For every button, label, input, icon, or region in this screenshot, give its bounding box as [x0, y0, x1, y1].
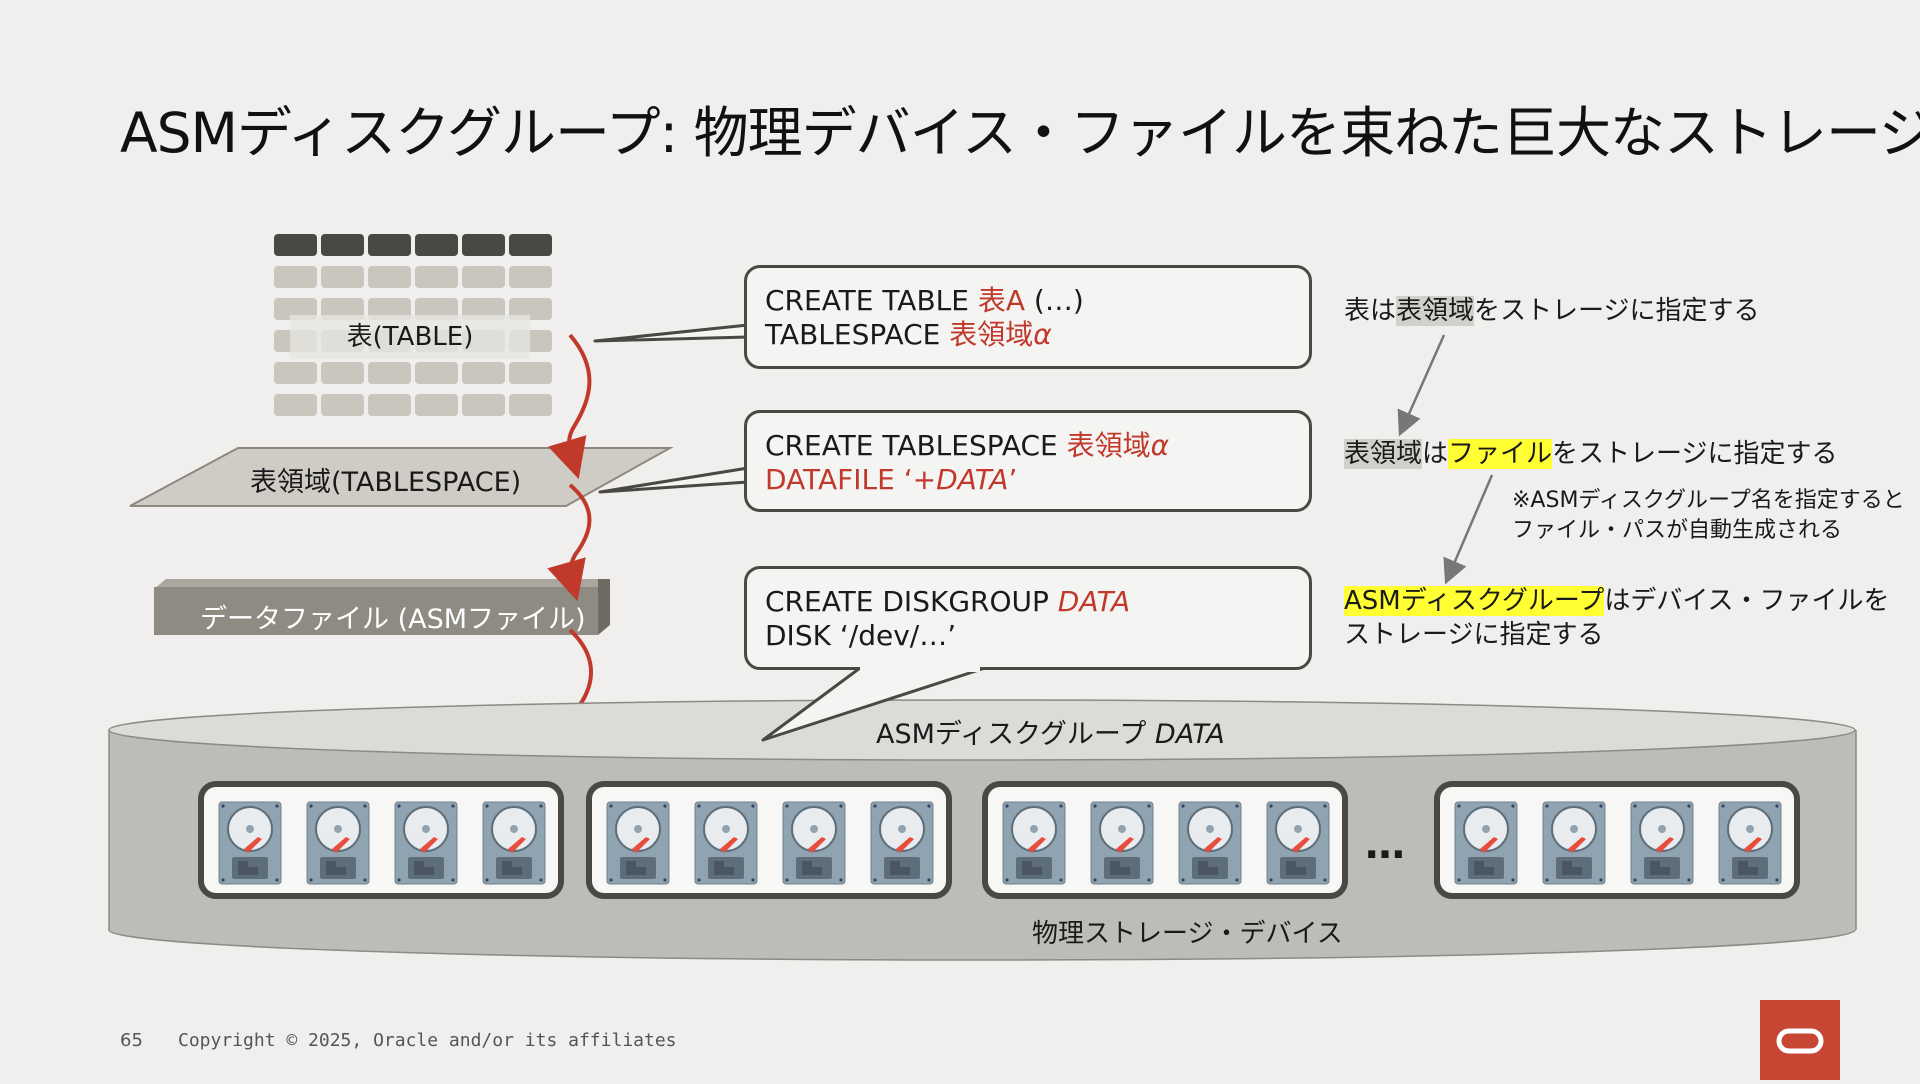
hard-disk-icon: [306, 801, 370, 885]
table-header-cell: [415, 234, 458, 256]
hard-disk-icon: [482, 801, 546, 885]
hard-disk-icon: [394, 801, 458, 885]
table-cell: [274, 394, 317, 416]
table-cell: [321, 266, 364, 288]
hard-disk-icon: [1266, 801, 1330, 885]
table-cell: [415, 394, 458, 416]
datafile-label: データファイル (ASMファイル): [200, 604, 586, 635]
diskgroup-label: ASMディスクグループ DATA: [876, 719, 1225, 750]
create-diskgroup-bubble: CREATE DISKGROUP DATA DISK ‘/dev/…’: [744, 566, 1312, 670]
hard-disk-icon: [1178, 801, 1242, 885]
create-tablespace-bubble: CREATE TABLESPACE 表領域α DATAFILE ‘+DATA’: [744, 410, 1312, 512]
tablespace-label: 表領域(TABLESPACE): [250, 467, 522, 498]
more-devices-ellipsis: …: [1365, 822, 1407, 868]
physical-storage-label: 物理ストレージ・デバイス: [1032, 919, 1343, 949]
table-cell: [462, 362, 505, 384]
table-header-cell: [462, 234, 505, 256]
page-number: 65: [120, 1030, 143, 1051]
table-header-cell: [368, 234, 411, 256]
device-group-2: [586, 781, 952, 899]
table-cell: [509, 362, 552, 384]
table-cell: [415, 362, 458, 384]
table-cell: [368, 266, 411, 288]
diskgroup-tail-cover: [860, 664, 980, 672]
hard-disk-icon: [782, 801, 846, 885]
table-cell: [509, 266, 552, 288]
table-cell: [368, 298, 411, 320]
table-cell: [368, 362, 411, 384]
datafile-shape: [154, 579, 610, 635]
device-group-4: [1434, 781, 1800, 899]
table-header-cell: [509, 234, 552, 256]
hard-disk-icon: [870, 801, 934, 885]
create-table-bubble: CREATE TABLE 表A (…) TABLESPACE 表領域α: [744, 265, 1312, 369]
note-arrows: [1397, 334, 1494, 585]
hard-disk-icon: [1002, 801, 1066, 885]
table-header-cell: [274, 234, 317, 256]
table-label: 表(TABLE): [290, 315, 530, 359]
table-header-cell: [321, 234, 364, 256]
table-cell: [368, 394, 411, 416]
table-cell: [274, 362, 317, 384]
arrow-table-to-tablespace: [548, 333, 592, 480]
tablespace-shape: [129, 447, 674, 507]
hard-disk-icon: [606, 801, 670, 885]
note-tablespace-sub: ※ASMディスクグループ名を指定すると ファイル・パスが自動生成される: [1512, 488, 1905, 543]
table-cell: [274, 266, 317, 288]
table-cell: [415, 266, 458, 288]
device-group-1: [198, 781, 564, 899]
table-cell: [462, 266, 505, 288]
hard-disk-icon: [1454, 801, 1518, 885]
table-cell: [462, 298, 505, 320]
hard-disk-icon: [1090, 801, 1154, 885]
table-cell: [462, 394, 505, 416]
table-cell: [321, 362, 364, 384]
table-cell: [321, 394, 364, 416]
hard-disk-icon: [1630, 801, 1694, 885]
table-cell: [274, 298, 317, 320]
table-cell: [509, 394, 552, 416]
hard-disk-icon: [1718, 801, 1782, 885]
slide-title: ASMディスクグループ: 物理デバイス・ファイルを束ねた巨大なストレージ: [120, 101, 1920, 165]
note-diskgroup: ASMディスクグループはデバイス・ファイルを ストレージに指定する: [1344, 586, 1890, 650]
oracle-logo: [1760, 1000, 1840, 1080]
copyright: Copyright © 2025, Oracle and/or its affi…: [178, 1030, 677, 1051]
table-cell: [321, 298, 364, 320]
device-group-3: [982, 781, 1348, 899]
arrow-tablespace-to-datafile: [547, 483, 592, 602]
table-cell: [415, 298, 458, 320]
note-table: 表は表領域をストレージに指定する: [1344, 296, 1760, 326]
hard-disk-icon: [694, 801, 758, 885]
hard-disk-icon: [218, 801, 282, 885]
note-tablespace: 表領域はファイルをストレージに指定する: [1344, 439, 1838, 469]
hard-disk-icon: [1542, 801, 1606, 885]
oracle-logo-icon: [1776, 1028, 1824, 1054]
table-cell: [509, 298, 552, 320]
